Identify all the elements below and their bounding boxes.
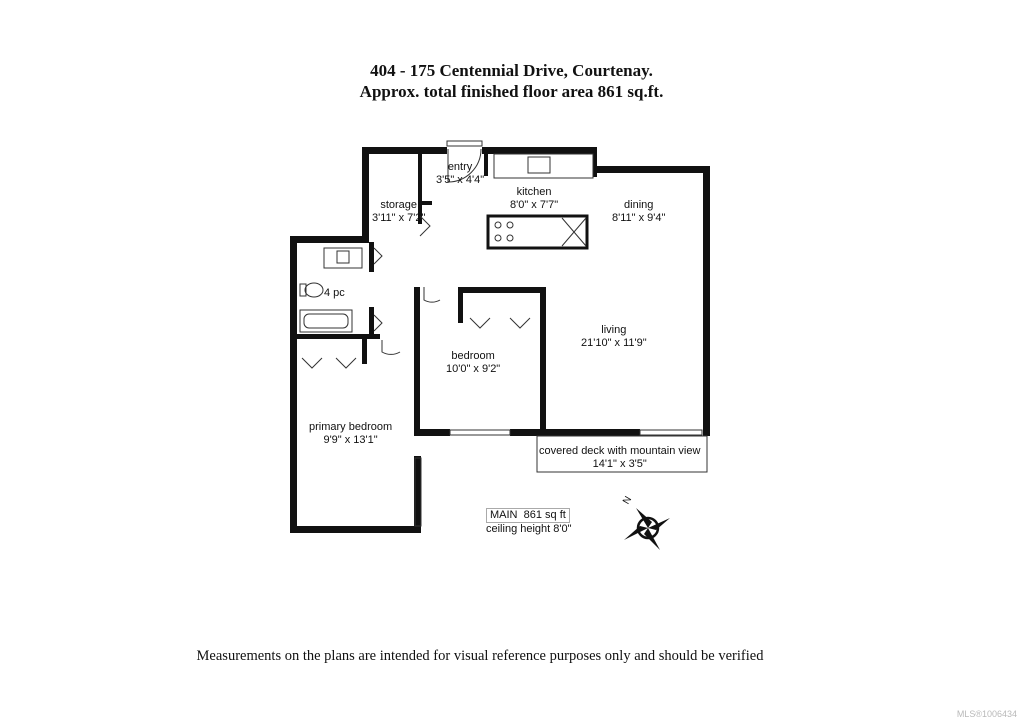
wall-primary-closet (362, 334, 367, 364)
room-name: covered deck with mountain view (539, 445, 701, 457)
wall-bath-right-bottom (369, 307, 374, 337)
ceiling-height: ceiling height 8'0" (486, 523, 572, 535)
bedroom-window (449, 429, 511, 436)
floor-summary-main: MAIN 861 sq ft (486, 508, 570, 523)
wall-bed-bottom-right (510, 429, 540, 436)
wall-kitchen-right-step (593, 147, 597, 177)
bathtub (299, 309, 353, 333)
wall-entry-left (418, 154, 422, 224)
wall-bedroom-right (540, 287, 546, 435)
storage-door (419, 215, 431, 237)
wall-living-bottom (540, 429, 640, 436)
room-dims: 3'11" x 7'2" (372, 212, 426, 224)
room-dims: 3'5" x 4'4" (436, 174, 485, 186)
room-label-kitchen: kitchen 8'0" x 7'7" (510, 186, 558, 212)
disclaimer-text: Measurements on the plans are intended f… (196, 648, 764, 664)
bedroom-door-swing (423, 287, 441, 303)
compass-arrow (644, 528, 660, 550)
primary-closet-doors (301, 357, 357, 369)
plan-title-area: Approx. total finished floor area 861 sq… (359, 82, 664, 101)
room-name: 4 pc (324, 287, 345, 299)
wall-storage-top (362, 147, 447, 154)
floor-area: 861 sq ft (523, 509, 566, 521)
stove-burner (506, 234, 514, 242)
wall-dining-top (593, 166, 710, 173)
living-slider-door (639, 429, 703, 436)
compass-arrow (636, 508, 652, 528)
wall-bed-bottom-left (414, 429, 450, 436)
room-dims: 8'0" x 7'7" (510, 199, 559, 211)
room-dims: 14'1" x 3'5" (592, 458, 647, 470)
wall-entry-right (484, 154, 488, 176)
wall-storage-left (362, 147, 369, 242)
compass-icon (624, 508, 670, 550)
floor-name: MAIN (490, 509, 518, 521)
bathtub-basin (303, 313, 349, 329)
covered-deck (536, 435, 708, 473)
room-label-dining: dining 8'11" x 9'4" (612, 199, 665, 225)
compass-arrow (648, 518, 670, 530)
room-dims: 9'9" x 13'1" (323, 434, 378, 446)
entry-door-frame (446, 140, 483, 147)
room-label-living: living 21'10" x 11'9" (581, 324, 647, 350)
wall-west (290, 236, 297, 533)
interior-walls (297, 154, 546, 436)
mls-number: MLS®1006434 (956, 709, 1017, 719)
room-dims: 21'10" x 11'9" (581, 337, 647, 349)
room-name: bedroom (451, 350, 495, 362)
kitchen-sink (527, 156, 551, 174)
kitchen-island (486, 214, 589, 250)
room-label-primary-bedroom: primary bedroom 9'9" x 13'1" (309, 421, 392, 447)
wall-bedroom-left (414, 287, 420, 436)
wall-east (703, 166, 710, 436)
wall-bedroom-top (458, 287, 544, 293)
fridge-mark (561, 217, 587, 247)
toilet-tank (299, 283, 307, 297)
room-label-entry: entry 3'5" x 4'4" (436, 161, 484, 187)
bedroom-closet-doors (469, 317, 531, 329)
wall-kitchen-top (482, 147, 596, 154)
room-label-bedroom: bedroom 10'0" x 9'2" (446, 350, 500, 376)
plan-title-address: 404 - 175 Centennial Drive, Courtenay. (370, 61, 653, 80)
entry-door-swing (447, 148, 482, 183)
room-dims: 8'11" x 9'4" (612, 212, 666, 224)
room-name: entry (447, 161, 473, 173)
primary-door-swing (381, 340, 401, 355)
room-dims: 10'0" x 9'2" (446, 363, 501, 375)
room-label-storage: storage 3'11" x 7'2" (372, 199, 425, 225)
stove-burner (494, 221, 502, 229)
kitchen-counter-top (493, 153, 594, 179)
floor-summary: MAIN 861 sq ft ceiling height 8'0" (486, 508, 572, 536)
stove-burner (506, 221, 514, 229)
primary-window (414, 457, 422, 527)
wall-bath-bottom (297, 334, 380, 339)
room-name: living (601, 324, 627, 336)
bath-vanity (323, 247, 363, 269)
exterior-walls (290, 147, 710, 533)
wall-south-bedroom (290, 526, 421, 533)
room-name: storage (380, 199, 418, 211)
room-name: kitchen (516, 186, 552, 198)
bath-sink (336, 250, 350, 264)
wall-entry-bottom (418, 201, 432, 205)
wall-closet-left (458, 287, 463, 323)
fixtures (299, 140, 708, 527)
compass-arrow (624, 526, 648, 540)
room-label-deck: covered deck with mountain view 14'1" x … (539, 445, 700, 471)
bath-door-top (373, 247, 383, 265)
bath-door-bottom (373, 314, 383, 332)
wall-bath-top (290, 236, 369, 243)
room-name: primary bedroom (309, 421, 393, 433)
wall-bath-right-top (369, 242, 374, 272)
stove-burner (494, 234, 502, 242)
room-name: dining (624, 199, 654, 211)
wall-primary-right (414, 456, 421, 533)
toilet (304, 282, 324, 298)
room-label-bath: 4 pc (324, 287, 345, 300)
